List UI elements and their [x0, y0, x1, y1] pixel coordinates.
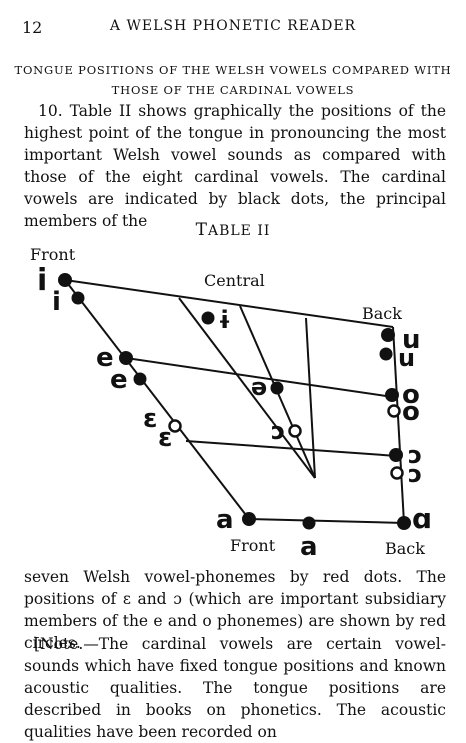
dot-open-o: [389, 448, 403, 462]
table-caption-rest: ABLE II: [207, 223, 271, 239]
paragraph-2: seven Welsh vowel-phonemes by red dots. …: [24, 568, 446, 652]
dot-i: [58, 273, 72, 287]
symbol-cardinal-a: a: [216, 505, 234, 535]
circle-epsilon: [168, 419, 182, 433]
vowel-symbols: i i e e ɛ ɛ ɨ ə ɔ a ɑ u u o o ɔ ɔ a: [37, 263, 432, 562]
page-number: 12: [22, 18, 43, 37]
symbol-welsh-schwa: ə: [251, 373, 267, 401]
dot-o: [385, 388, 399, 402]
dot-back-a: [397, 516, 411, 530]
symbol-cardinal-back-a: ɑ: [412, 502, 432, 535]
symbol-welsh-barred-i: ɨ: [218, 306, 231, 334]
symbol-cardinal-e: e: [96, 343, 114, 373]
symbol-cardinal-u: u: [402, 325, 421, 355]
dot-welsh-a: [302, 516, 316, 530]
paragraph-1: 10. Table II shows graphically the posit…: [24, 102, 446, 230]
label-front-top: Front: [30, 245, 76, 264]
line-bottom: [248, 518, 405, 524]
line-e: [125, 357, 387, 397]
red-circles: [168, 404, 404, 480]
dot-welsh-i: [71, 291, 85, 305]
line-back: [392, 326, 405, 524]
central-line-3: [305, 317, 316, 479]
cardinal-dots: [58, 273, 411, 530]
line-front: [64, 279, 250, 520]
label-central: Central: [204, 271, 265, 290]
paragraph-3: [Note.—The cardinal vowels are certain v…: [24, 635, 446, 741]
section-title: TONGUE POSITIONS OF THE WELSH VOWELS COM…: [14, 63, 452, 97]
dot-e: [119, 351, 133, 365]
symbol-cardinal-epsilon: ɛ: [143, 404, 157, 434]
symbol-welsh-e: e: [110, 365, 128, 395]
symbol-bottom-a: a: [300, 532, 318, 562]
dot-welsh-barred-i: [201, 311, 215, 325]
dot-welsh-e: [133, 372, 147, 386]
symbol-welsh-u: u: [398, 344, 415, 372]
symbol-cardinal-o: o: [402, 380, 420, 410]
symbol-welsh-o: o: [402, 397, 420, 427]
running-title: A WELSH PHONETIC READER: [109, 18, 357, 34]
line-top: [64, 279, 394, 328]
symbol-welsh-epsilon: ɛ: [158, 423, 172, 453]
circle-open-o: [390, 466, 404, 480]
symbol-welsh-i: i: [52, 287, 61, 317]
chart-lines: [64, 279, 405, 524]
table-caption: TABLE II: [0, 220, 466, 240]
label-front-bottom: Front: [230, 536, 276, 555]
label-back-bottom: Back: [385, 539, 425, 558]
dot-a: [242, 512, 256, 526]
symbol-welsh-open-o: ɔ: [408, 460, 422, 488]
vowel-chart: i i e e ɛ ɛ ɨ ə ɔ a ɑ u u o o ɔ ɔ a Fron…: [30, 245, 432, 562]
label-back-top: Back: [362, 304, 402, 323]
dot-u: [381, 328, 395, 342]
central-line-1: [178, 297, 316, 479]
table-caption-initial: T: [195, 220, 208, 240]
dot-welsh-u: [379, 347, 393, 361]
circle-schwa-o: [288, 424, 302, 438]
symbol-cardinal-open-o: ɔ: [408, 441, 422, 469]
page-header: 12 A WELSH PHONETIC READER: [22, 18, 444, 40]
region-labels: Front Central Back Front Back: [30, 245, 425, 558]
welsh-dots: [71, 291, 393, 530]
symbol-cardinal-i: i: [37, 263, 47, 298]
circle-o: [387, 404, 401, 418]
dot-welsh-schwa: [270, 381, 284, 395]
symbol-welsh-schwa-o: ɔ: [271, 417, 285, 445]
